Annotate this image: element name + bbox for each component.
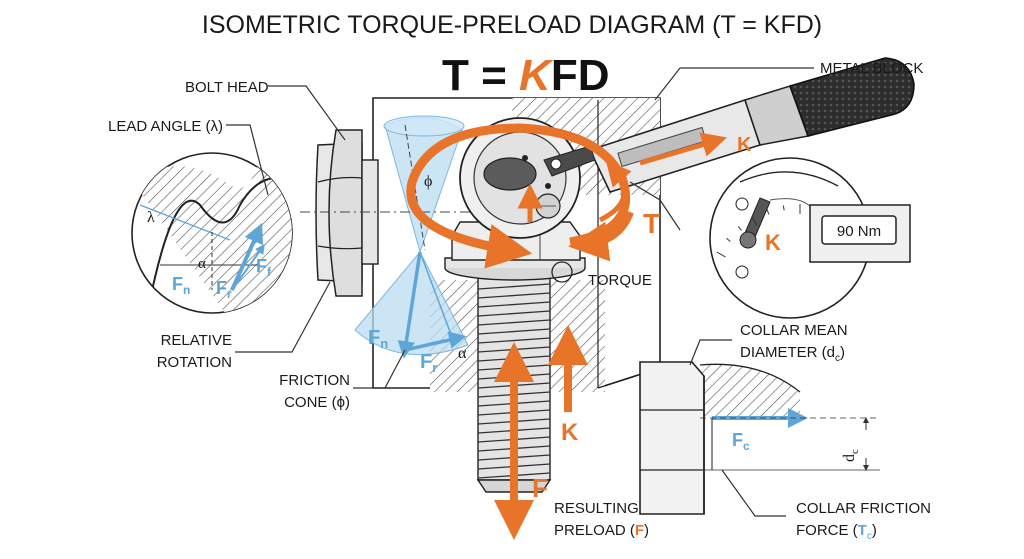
phi-symbol: ϕ xyxy=(424,173,432,190)
dial-display xyxy=(821,215,897,245)
fr-thread-label: Fr xyxy=(216,278,232,301)
torque-arrows xyxy=(406,123,727,540)
formula-fd: FD xyxy=(551,51,610,100)
friction-cone-label-1: FRICTION xyxy=(279,372,350,389)
alpha-thread-label: α xyxy=(198,256,206,272)
thread-magnifier: λ α Fn Fr Ff xyxy=(131,152,293,314)
k-block-label: K xyxy=(561,419,579,446)
formula-t-eq: T = xyxy=(442,51,519,100)
resulting-preload-label-2: PRELOAD (F) xyxy=(554,522,649,539)
lambda-label: λ xyxy=(147,209,155,226)
torque-dial-magnifier: 90 Nm K xyxy=(709,157,911,319)
wrench-grip xyxy=(788,57,915,137)
leader-lines xyxy=(226,67,814,517)
t-torque-label: T xyxy=(643,208,660,239)
friction-cone: ϕ Fn Fr α xyxy=(354,115,469,375)
fn-cone-label: Fn xyxy=(368,327,388,351)
alpha-cone-label: α xyxy=(458,345,467,362)
dc-label: dc xyxy=(841,449,861,462)
k-wrench-label: K xyxy=(737,134,752,156)
torque-label: TORQUE xyxy=(588,272,652,289)
collar-mean-label-2: DIAMETER (dc) xyxy=(740,344,845,364)
fn-thread-label: Fn xyxy=(172,274,190,297)
fr-cone-label: Fr xyxy=(420,351,437,375)
k-dial-label: K xyxy=(765,230,781,255)
metal-block-label: METAL BLOCK xyxy=(820,60,923,77)
ff-thread-label: Ff xyxy=(256,256,272,279)
diagram-title: ISOMETRIC TORQUE-PRELOAD DIAGRAM (T = KF… xyxy=(202,11,822,39)
friction-cone-label-2: CONE (ϕ) xyxy=(284,394,350,411)
collar-friction-label-2: FORCE (Tc) xyxy=(796,522,877,542)
bolt-head xyxy=(300,129,470,297)
formula: T = KFD xyxy=(442,51,609,100)
dial-reading: 90 Nm xyxy=(837,223,881,240)
relative-rotation-label-1: RELATIVE xyxy=(161,332,232,349)
fc-label: Fc xyxy=(732,430,750,453)
lead-angle-label: LEAD ANGLE (λ) xyxy=(108,118,223,135)
torque-indicator-circle xyxy=(551,261,573,283)
formula-k: K xyxy=(519,51,554,100)
f-preload-label: F xyxy=(532,473,548,503)
resulting-preload-label-1: RESULTING xyxy=(554,500,639,517)
torque-wrench xyxy=(459,57,915,239)
bolt-head-label: BOLT HEAD xyxy=(185,79,269,96)
collar-mean-label-1: COLLAR MEAN xyxy=(740,322,848,339)
collar-detail: Fc dc xyxy=(639,361,880,515)
relative-rotation-label-2: ROTATION xyxy=(157,354,232,371)
collar-friction-label-1: COLLAR FRICTION xyxy=(796,500,931,517)
